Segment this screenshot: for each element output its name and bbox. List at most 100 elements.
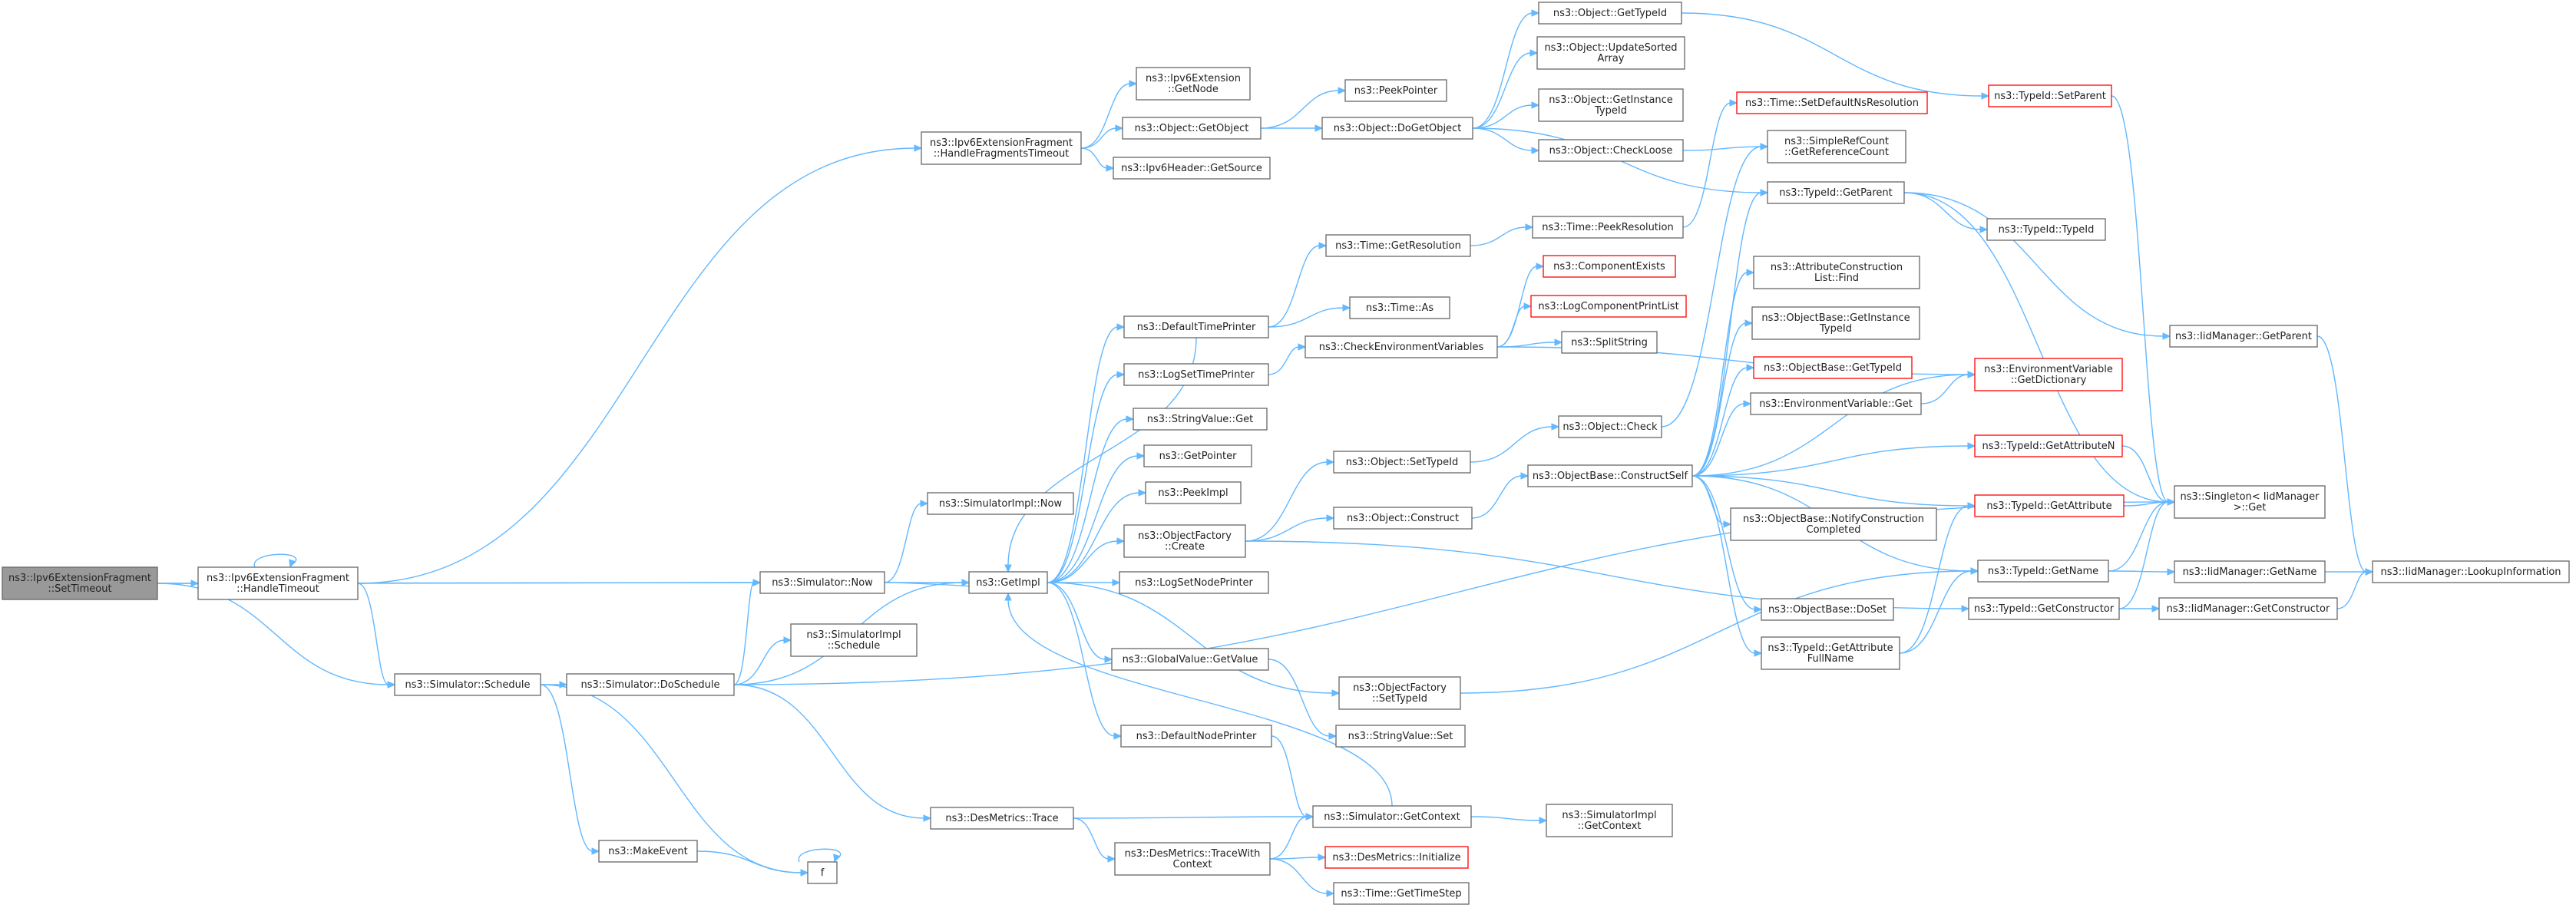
call-arrowhead — [1967, 502, 1976, 510]
node-simimplnow[interactable]: ns3::SimulatorImpl::Now — [927, 492, 1074, 515]
node-handletimeout[interactable]: ns3::Ipv6ExtensionFragment::HandleTimeou… — [197, 566, 359, 600]
node-box — [2169, 325, 2318, 348]
node-setdefaultres[interactable]: ns3::Time::SetDefaultNsResolution — [1736, 91, 1928, 114]
node-timegetres[interactable]: ns3::Time::GetResolution — [1325, 234, 1471, 257]
call-edge — [1471, 475, 1523, 519]
node-compexists[interactable]: ns3::ComponentExists — [1543, 255, 1676, 278]
node-iidgetparent[interactable]: ns3::IidManager::GetParent — [2169, 325, 2318, 348]
node-tidgetname[interactable]: ns3::TypeId::GetName — [1977, 560, 2109, 583]
node-ofsettypeid[interactable]: ns3::ObjectFactory::SetTypeId — [1338, 676, 1461, 710]
node-box — [1114, 842, 1271, 876]
call-arrowhead — [1113, 732, 1123, 740]
node-gettimestep[interactable]: ns3::Time::GetTimeStep — [1333, 882, 1470, 905]
node-box — [1538, 139, 1684, 162]
node-peekpointer[interactable]: ns3::PeekPointer — [1344, 79, 1447, 102]
node-desinit[interactable]: ns3::DesMetrics::Initialize — [1324, 846, 1469, 869]
node-simplerefcount[interactable]: ns3::SimpleRefCount::GetReferenceCount — [1767, 130, 1906, 163]
node-splitstring[interactable]: ns3::SplitString — [1561, 331, 1658, 354]
node-simimplgetcontext[interactable]: ns3::SimulatorImpl::GetContext — [1546, 804, 1673, 837]
call-arrowhead — [2167, 568, 2176, 576]
node-defnodeprinter[interactable]: ns3::DefaultNodePrinter — [1120, 725, 1272, 748]
node-box — [1761, 636, 1900, 670]
node-objconstruct[interactable]: ns3::Object::Construct — [1333, 507, 1473, 530]
node-makeevent[interactable]: ns3::MakeEvent — [598, 840, 698, 863]
node-label: ::Schedule — [828, 640, 881, 652]
node-tid-getparent[interactable]: ns3::TypeId::GetParent — [1767, 181, 1905, 204]
node-getpointer[interactable]: ns3::GetPointer — [1143, 444, 1252, 467]
node-iidgetctor[interactable]: ns3::IidManager::GetConstructor — [2158, 597, 2338, 620]
node-envget[interactable]: ns3::EnvironmentVariable::Get — [1750, 392, 1922, 415]
node-schedule[interactable]: ns3::Simulator::Schedule — [394, 673, 541, 696]
node-label: ns3::ObjectBase::DoSet — [1768, 604, 1887, 616]
node-ofcreate[interactable]: ns3::ObjectFactory::Create — [1123, 524, 1246, 558]
node-lookupinfo[interactable]: ns3::IidManager::LookupInformation — [2372, 560, 2570, 583]
node-constructself[interactable]: ns3::ObjectBase::ConstructSelf — [1527, 464, 1693, 487]
call-edge — [1691, 374, 1969, 477]
node-objcheck[interactable]: ns3::Object::Check — [1558, 415, 1662, 438]
call-edge — [1470, 816, 1541, 821]
node-box — [1111, 648, 1269, 671]
node-singleton[interactable]: ns3::Singleton< IidManager >::Get — [2174, 485, 2326, 519]
node-logsettimeprinter[interactable]: ns3::LogSetTimePrinter — [1123, 363, 1269, 386]
node-iidgetname[interactable]: ns3::IidManager::GetName — [2174, 560, 2326, 583]
node-doset[interactable]: ns3::ObjectBase::DoSet — [1761, 598, 1894, 621]
node-notifycons[interactable]: ns3::ObjectBase::NotifyConstructionCompl… — [1730, 507, 1937, 541]
node-getobject[interactable]: ns3::Object::GetObject — [1122, 117, 1262, 140]
call-arrowhead — [1743, 400, 1752, 408]
node-logcompprint[interactable]: ns3::LogComponentPrintList — [1530, 295, 1687, 318]
node-getattrn[interactable]: ns3::TypeId::GetAttributeN — [1974, 434, 2123, 457]
node-checkenv[interactable]: ns3::CheckEnvironmentVariables — [1305, 335, 1498, 358]
node-label: ns3::Object::UpdateSorted — [1544, 42, 1677, 54]
node-peekimpl[interactable]: ns3::PeekImpl — [1145, 481, 1242, 504]
node-now[interactable]: ns3::Simulator::Now — [759, 571, 885, 594]
call-edge — [1470, 426, 1553, 463]
node-obgettypeid[interactable]: ns3::ObjectBase::GetTypeId — [1753, 356, 1913, 379]
node-getcontext[interactable]: ns3::Simulator::GetContext — [1312, 805, 1472, 828]
node-getnode[interactable]: ns3::Ipv6Extension::GetNode — [1136, 67, 1251, 101]
node-handlefrag[interactable]: ns3::Ipv6ExtensionFragment::HandleFragme… — [921, 131, 1082, 165]
node-box — [1338, 676, 1461, 710]
call-edge — [1047, 582, 1116, 737]
node-deftimeprinter[interactable]: ns3::DefaultTimePrinter — [1123, 315, 1269, 338]
call-edge — [1682, 102, 1731, 228]
node-box — [1113, 157, 1271, 180]
node-stringset[interactable]: ns3::StringValue::Set — [1335, 725, 1466, 748]
node-objsettypeid[interactable]: ns3::Object::SetTypeId — [1333, 451, 1471, 474]
node-destrace[interactable]: ns3::DesMetrics::Trace — [930, 807, 1074, 830]
node-doschedule[interactable]: ns3::Simulator::DoSchedule — [566, 673, 735, 696]
node-checkloose[interactable]: ns3::Object::CheckLoose — [1538, 139, 1684, 162]
call-arrowhead — [1318, 854, 1327, 861]
node-label: Context — [1173, 859, 1212, 870]
call-arrowhead — [1326, 890, 1335, 897]
node-f[interactable]: f — [807, 861, 838, 884]
call-edge — [1472, 104, 1533, 129]
node-setparent[interactable]: ns3::TypeId::SetParent — [1988, 84, 2112, 107]
node-typeidctor[interactable]: ns3::TypeId::TypeId — [1986, 218, 2106, 241]
call-edge — [1047, 326, 1119, 583]
node-simimplschedule[interactable]: ns3::SimulatorImpl::Schedule — [790, 623, 918, 657]
node-getattr[interactable]: ns3::TypeId::GetAttribute — [1974, 494, 2125, 517]
node-dogetobject[interactable]: ns3::Object::DoGetObject — [1321, 117, 1473, 140]
node-label: ns3::ObjectBase::ConstructSelf — [1533, 471, 1688, 482]
call-arrowhead — [1331, 689, 1341, 697]
node-label: ns3::TypeId::TypeId — [1999, 224, 2095, 236]
node-peekres[interactable]: ns3::Time::PeekResolution — [1532, 216, 1684, 239]
node-stringget[interactable]: ns3::StringValue::Get — [1133, 408, 1268, 431]
node-tidgetctor[interactable]: ns3::TypeId::GetConstructor — [1968, 597, 2120, 620]
node-logsetnodeprinter[interactable]: ns3::LogSetNodePrinter — [1119, 571, 1269, 594]
node-label: ::GetContext — [1578, 821, 1642, 832]
node-gettypeid1[interactable]: ns3::Object::GetTypeId — [1538, 2, 1682, 25]
node-envdict[interactable]: ns3::EnvironmentVariable::GetDictionary — [1974, 358, 2123, 391]
node-getimpl[interactable]: ns3::GetImpl — [968, 571, 1048, 594]
node-label: ns3::SplitString — [1571, 337, 1648, 348]
node-timeas[interactable]: ns3::Time::As — [1349, 296, 1450, 319]
node-getsource[interactable]: ns3::Ipv6Header::GetSource — [1113, 157, 1271, 180]
node-box — [1968, 597, 2120, 620]
node-gvgetvalue[interactable]: ns3::GlobalValue::GetValue — [1111, 648, 1269, 671]
